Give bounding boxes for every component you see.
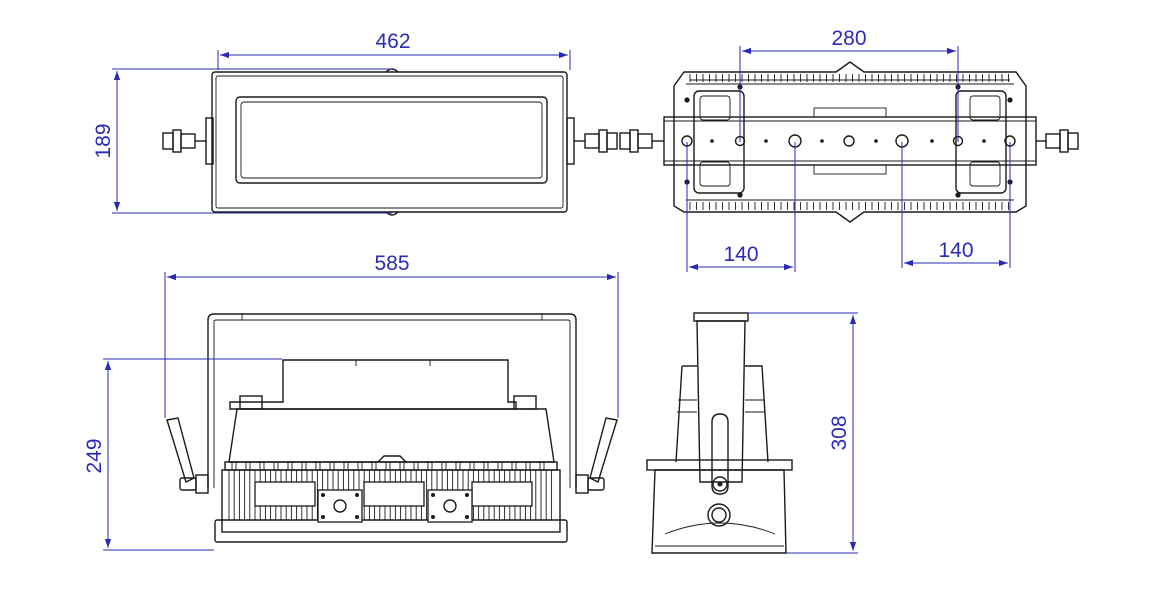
- side-fin-tab: [273, 461, 279, 471]
- profile-view: [646, 312, 793, 554]
- bracket-pin: [764, 139, 768, 143]
- dim-140-left-label: 140: [723, 243, 758, 266]
- mount-screw: [955, 192, 961, 198]
- dim-140-left: 140: [686, 142, 796, 272]
- side-fin-tab: [245, 461, 251, 471]
- bracket-pin: [874, 139, 878, 143]
- left-knob: [162, 129, 206, 153]
- side-fin-tab: [315, 461, 321, 471]
- side-fin-tab: [301, 461, 307, 471]
- bracket-pin: [930, 139, 934, 143]
- fins: [686, 74, 1014, 210]
- rear-right-knob: [1036, 129, 1079, 153]
- side-fin-tab: [371, 461, 377, 471]
- side-fin-tab: [455, 461, 461, 471]
- bracket-holes: [681, 84, 1016, 198]
- side-view: [166, 313, 618, 543]
- dim-189-label: 189: [92, 123, 115, 158]
- dim-308-label: 308: [828, 415, 851, 450]
- front-view: [162, 68, 618, 216]
- side-fin-tab: [357, 461, 363, 471]
- side-fin-tab: [469, 461, 475, 471]
- dim-308: 308: [748, 312, 858, 554]
- bracket-pin: [820, 139, 824, 143]
- dim-462: 462: [217, 30, 571, 70]
- dim-249: 249: [83, 358, 282, 551]
- side-fin-tab: [287, 461, 293, 471]
- mount-screw: [737, 192, 743, 198]
- dim-140-right: 140: [901, 142, 1011, 268]
- dim-140-right-label: 140: [938, 239, 973, 262]
- dim-585: 585: [164, 252, 619, 418]
- side-fin-tab: [385, 461, 391, 471]
- dim-189: 189: [92, 68, 392, 214]
- left-handle: [166, 417, 209, 494]
- dim-462-label: 462: [375, 30, 410, 53]
- bracket-pin: [710, 139, 714, 143]
- dim-585-label: 585: [374, 252, 409, 275]
- side-fin-tab: [483, 461, 489, 471]
- side-fin-tab: [329, 461, 335, 471]
- bracket-pin: [982, 139, 986, 143]
- side-fin-tab: [343, 461, 349, 471]
- side-fin-tab: [539, 461, 545, 471]
- side-fin-tab: [399, 461, 405, 471]
- side-fin-tab: [427, 461, 433, 471]
- right-knob: [574, 129, 618, 153]
- rear-view: [619, 61, 1079, 223]
- mount-screw: [684, 97, 690, 103]
- side-fin-tab: [497, 461, 503, 471]
- mount-screw: [1007, 97, 1013, 103]
- side-fin-tab: [259, 461, 265, 471]
- side-fin-tab: [441, 461, 447, 471]
- side-fin-tab: [231, 461, 237, 471]
- dim-249-label: 249: [83, 438, 106, 473]
- rear-left-knob: [619, 129, 664, 153]
- dim-280-label: 280: [831, 27, 866, 50]
- side-fin-tab: [525, 461, 531, 471]
- side-modules: [254, 481, 533, 523]
- bracket-hole: [843, 135, 855, 147]
- side-fin-tab: [511, 461, 517, 471]
- dim-280: 280: [739, 27, 959, 142]
- right-handle: [575, 417, 618, 494]
- side-fin-tab: [413, 461, 419, 471]
